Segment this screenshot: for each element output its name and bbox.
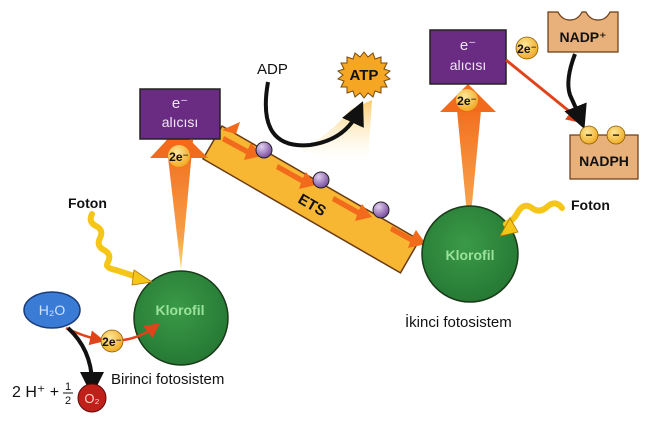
ps2-photon-wave (503, 200, 565, 227)
ps2-acceptor-box (429, 29, 507, 85)
nadp-label: NADP⁺ (559, 29, 606, 45)
oxygen-molecule (77, 383, 107, 413)
water-molecule (23, 291, 81, 329)
ps1-acceptor-line2: alıcısı (162, 114, 199, 130)
ps2-chlorophyll (421, 205, 519, 303)
ps1-electron-ball (168, 145, 190, 167)
nadp-to-nadph-arrow (564, 53, 587, 130)
oxygen-label: O₂ (84, 391, 99, 406)
ps1-photon-wave (87, 211, 143, 281)
atp-label: ATP (350, 67, 379, 84)
ps2-electron-ball (456, 89, 478, 111)
ps1-photon-arrowhead (131, 269, 154, 286)
ps1-acceptor-box (139, 88, 221, 140)
ps1-photon-label: Foton (68, 195, 107, 211)
ps2-label: İkinci fotosistem (405, 313, 512, 331)
atp-star (336, 51, 392, 99)
ps1-label: Birinci fotosistem (111, 371, 224, 388)
nadph-box (569, 134, 639, 180)
water-products-prefix: 2 H⁺ + (12, 384, 59, 401)
ps1-chlorophyll-label: Klorofil (156, 302, 205, 318)
fraction-numerator: 1 (65, 381, 71, 393)
adp-label: ADP (257, 61, 288, 78)
ps1-acceptor-line1: e⁻ (172, 95, 188, 112)
ps2-electron-beam (456, 100, 482, 235)
nadp-electron-badge: 2e⁻ (517, 42, 537, 56)
ets-arrows (222, 136, 426, 248)
ps1-beam-head (150, 128, 208, 158)
ets-carrier (255, 141, 273, 159)
ps2-photon-arrowhead (499, 217, 519, 237)
ps1-electron-beam (166, 140, 193, 270)
nadph-charge-sign: − (585, 128, 592, 142)
water-split-arrow (66, 326, 104, 396)
nadp-box (547, 11, 619, 53)
ps2-acceptor-line2: alıcısı (450, 57, 487, 73)
water-label: H₂O (39, 302, 66, 318)
water-electron-ball (100, 329, 124, 353)
nadph-charge-sign: − (612, 128, 619, 142)
water-electron-badge: 2e⁻ (102, 335, 122, 349)
nadph-label: NADPH (579, 153, 629, 169)
atp-glow (300, 100, 372, 160)
ets-carrier (312, 171, 330, 189)
electron-to-ps1-arrow (122, 323, 161, 342)
nadph-charge (606, 125, 626, 145)
ps2-electron-badge: 2e⁻ (457, 94, 477, 108)
ps1-to-ets-arrow (222, 122, 240, 134)
nadp-electron-ball (515, 36, 539, 60)
ps2-chlorophyll-label: Klorofil (446, 247, 495, 263)
ps2-photon-label: Foton (571, 197, 610, 213)
ets-carrier (372, 201, 390, 219)
adp-to-atp-arrow (263, 81, 364, 148)
nadph-charge (579, 125, 599, 145)
ps1-electron-badge: 2e⁻ (169, 150, 189, 164)
ps2-acceptor-line1: e⁻ (460, 37, 476, 54)
fraction-denominator: 2 (65, 395, 71, 407)
ps1-chlorophyll (133, 270, 229, 366)
